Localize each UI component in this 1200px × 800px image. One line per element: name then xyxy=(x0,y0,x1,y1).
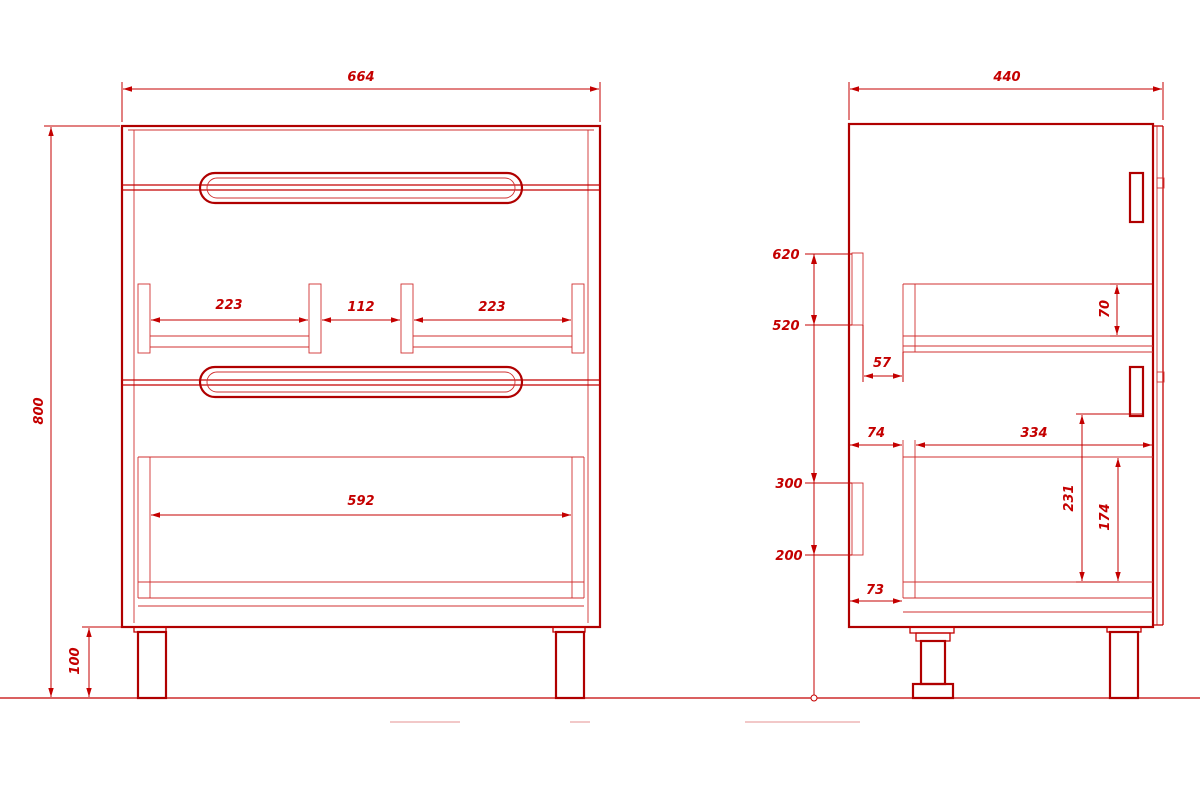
front-handle-upper xyxy=(198,171,524,205)
front-upper-inner-drawers xyxy=(137,283,585,354)
side-view: 440 620 520 300 200 57 70 74 334 73 xyxy=(772,70,1165,702)
side-lower-inner-drawer xyxy=(902,440,1153,613)
dim-leg-height: 100 xyxy=(68,647,83,674)
front-handle-lower xyxy=(198,365,524,399)
side-handle-upper xyxy=(1128,171,1145,224)
dim-upper-drawer-height: 70 xyxy=(1098,300,1113,318)
side-wall-brackets xyxy=(851,252,864,556)
dim-level-300: 300 xyxy=(775,477,802,492)
dim-upper-offset: 57 xyxy=(873,356,892,371)
dim-lower-drawer-depth: 334 xyxy=(1020,426,1047,441)
front-cabinet-outline xyxy=(120,124,602,629)
side-cabinet-outline xyxy=(847,122,1155,629)
dim-level-200: 200 xyxy=(775,549,802,564)
dim-upper-left-width: 223 xyxy=(215,298,242,313)
dim-upper-right-width: 223 xyxy=(478,300,505,315)
front-view: 664 800 100 223 112 223 592 xyxy=(32,70,602,700)
dim-front-height: 800 xyxy=(32,397,47,424)
front-legs xyxy=(133,626,586,700)
side-legs xyxy=(909,626,1142,700)
dim-lower-drawer-outer-height: 231 xyxy=(1062,484,1077,511)
front-lower-inner-drawer xyxy=(137,456,585,607)
dim-lower-inner-width: 592 xyxy=(347,494,374,509)
dim-bottom-offset: 73 xyxy=(866,583,884,598)
side-upper-inner-drawer xyxy=(902,283,1153,353)
dim-level-620: 620 xyxy=(772,248,799,263)
dim-level-520: 520 xyxy=(772,319,799,334)
dim-front-width: 664 xyxy=(347,70,374,85)
dim-upper-gap: 112 xyxy=(347,300,374,315)
dim-lower-offset: 74 xyxy=(867,426,885,441)
side-handle-lower xyxy=(1128,365,1145,418)
dim-lower-drawer-inner-height: 174 xyxy=(1098,503,1113,530)
dim-side-depth: 440 xyxy=(992,70,1020,85)
